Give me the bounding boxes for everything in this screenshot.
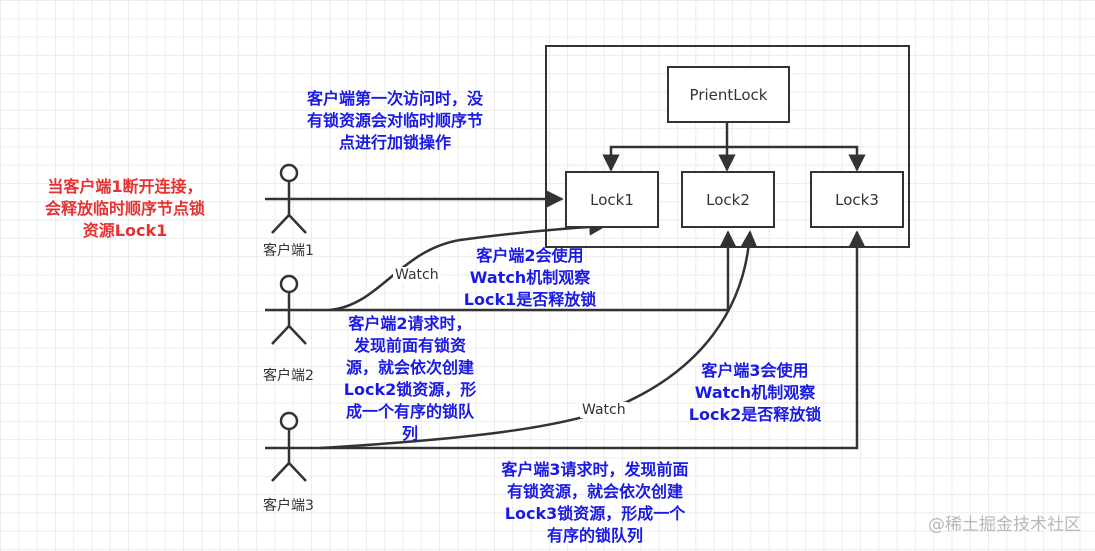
- actor-client1-icon: [271, 163, 307, 234]
- node-lock2: Lock2: [681, 171, 775, 228]
- note-client2-request: 客户端2请求时， 发现前面有锁资 源，就会依次创建 Lock2锁资源，形 成一个…: [343, 314, 477, 443]
- actor-client3-label: 客户端3: [263, 498, 314, 514]
- edge-client2-watch-lock1: [329, 218, 607, 312]
- watch-label-1: Watch: [393, 267, 441, 283]
- edge-parent-lock1: [602, 145, 727, 172]
- note-first-access: 客户端第一次访问时，没 有锁资源会对临时顺序节 点进行加锁操作: [306, 89, 483, 152]
- actor-client2-icon: [271, 274, 307, 345]
- node-lock3: Lock3: [810, 171, 904, 228]
- zookeeper-lock-container: [545, 45, 910, 248]
- actor-client1-label: 客户端1: [263, 243, 314, 259]
- edge-client3-lock3: [265, 230, 866, 450]
- watermark: @稀土掘金技术社区: [928, 515, 1081, 535]
- note-client2-watch: 客户端2会使用 Watch机制观察 Lock1是否释放锁: [463, 246, 597, 309]
- note-client3-watch: 客户端3会使用 Watch机制观察 Lock2是否释放锁: [688, 361, 822, 424]
- actor-client3-icon: [271, 411, 307, 482]
- watch-label-2: Watch: [580, 402, 628, 418]
- node-lock1: Lock1: [565, 171, 659, 228]
- actor-client2-label: 客户端2: [263, 368, 314, 384]
- note-client1-disconnect: 当客户端1断开连接， 会释放临时顺序节点锁 资源Lock1: [44, 177, 205, 240]
- note-client3-request: 客户端3请求时，发现前面 有锁资源，就会依次创建 Lock3锁资源，形成一个 有…: [501, 460, 689, 545]
- edge-parent-lock3: [727, 145, 866, 172]
- node-prient-lock: PrientLock: [667, 66, 790, 123]
